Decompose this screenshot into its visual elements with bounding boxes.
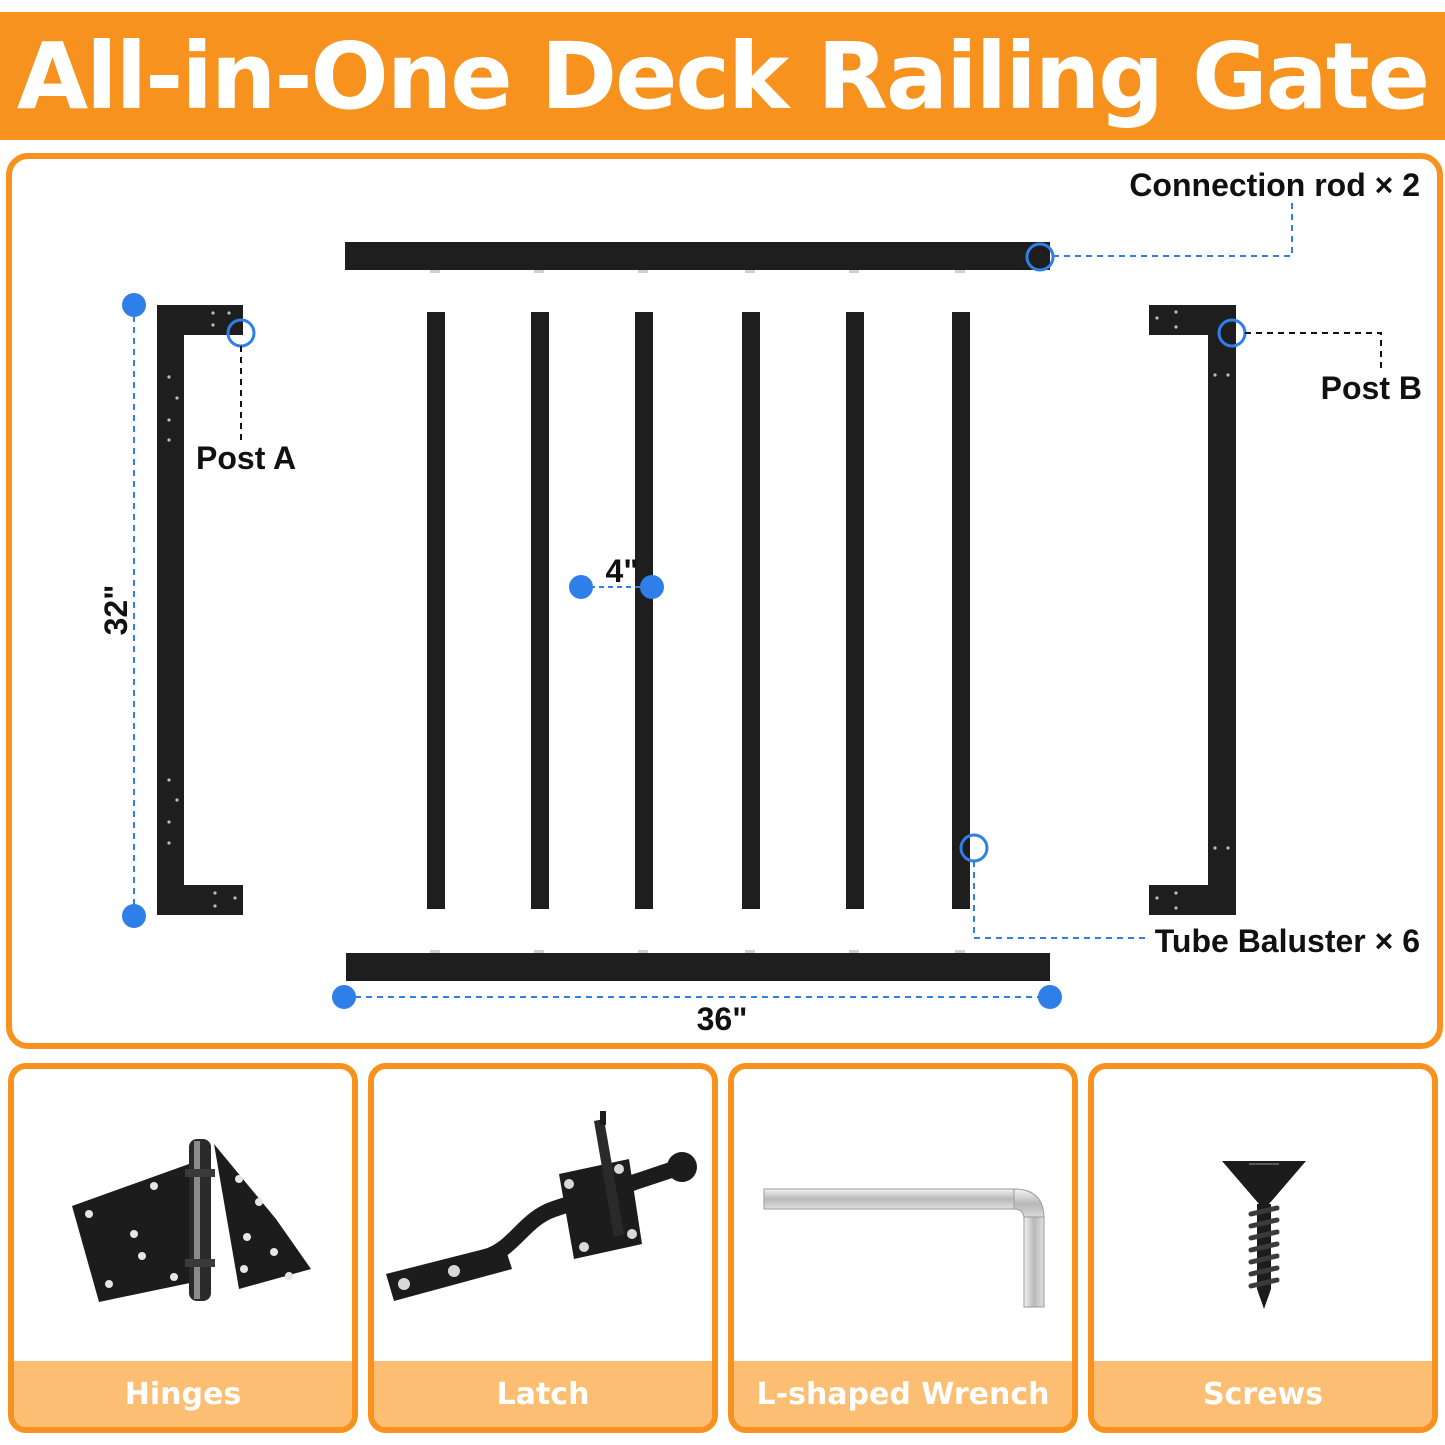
baluster [531, 312, 549, 909]
tube-baluster-label: Tube Baluster × 6 [1155, 923, 1420, 959]
baluster [427, 312, 445, 909]
latch-icon [386, 1111, 697, 1301]
baluster [635, 312, 653, 909]
baluster [742, 312, 760, 909]
spacing-dimension: 4" [606, 553, 639, 589]
screw-icon [1222, 1161, 1306, 1309]
height-dimension: 32" [98, 585, 134, 636]
post-b-label: Post B [1321, 370, 1422, 406]
accessory-card-latch: Latch [368, 1063, 718, 1433]
connection-rod-label: Connection rod × 2 [1129, 167, 1420, 203]
post-b [1149, 305, 1236, 915]
accessory-label: L-shaped Wrench [734, 1361, 1072, 1427]
height-marker-top [122, 293, 146, 317]
spacing-marker-left [569, 575, 593, 599]
baluster [952, 312, 970, 909]
post-a [157, 305, 243, 915]
accessory-card-wrench: L-shaped Wrench [728, 1063, 1078, 1433]
width-dimension: 36" [697, 1001, 748, 1037]
top-connection-rod [345, 242, 1050, 270]
bottom-connection-rod [346, 953, 1050, 981]
baluster [846, 312, 864, 909]
accessory-label: Latch [374, 1361, 712, 1427]
hinge-icon [72, 1139, 311, 1302]
wrench-icon [763, 1188, 1045, 1308]
post-a-label: Post A [196, 440, 296, 476]
width-marker-left [332, 985, 356, 1009]
page-title: All-in-One Deck Railing Gate [16, 22, 1430, 130]
accessory-card-hinges: Hinges [8, 1063, 358, 1433]
spacing-marker-right [640, 575, 664, 599]
width-marker-right [1038, 985, 1062, 1009]
accessory-card-screws: Screws [1088, 1063, 1438, 1433]
accessory-label: Screws [1094, 1361, 1432, 1427]
title-banner: All-in-One Deck Railing Gate [0, 12, 1445, 140]
height-marker-bottom [122, 904, 146, 928]
accessory-label: Hinges [14, 1361, 352, 1427]
